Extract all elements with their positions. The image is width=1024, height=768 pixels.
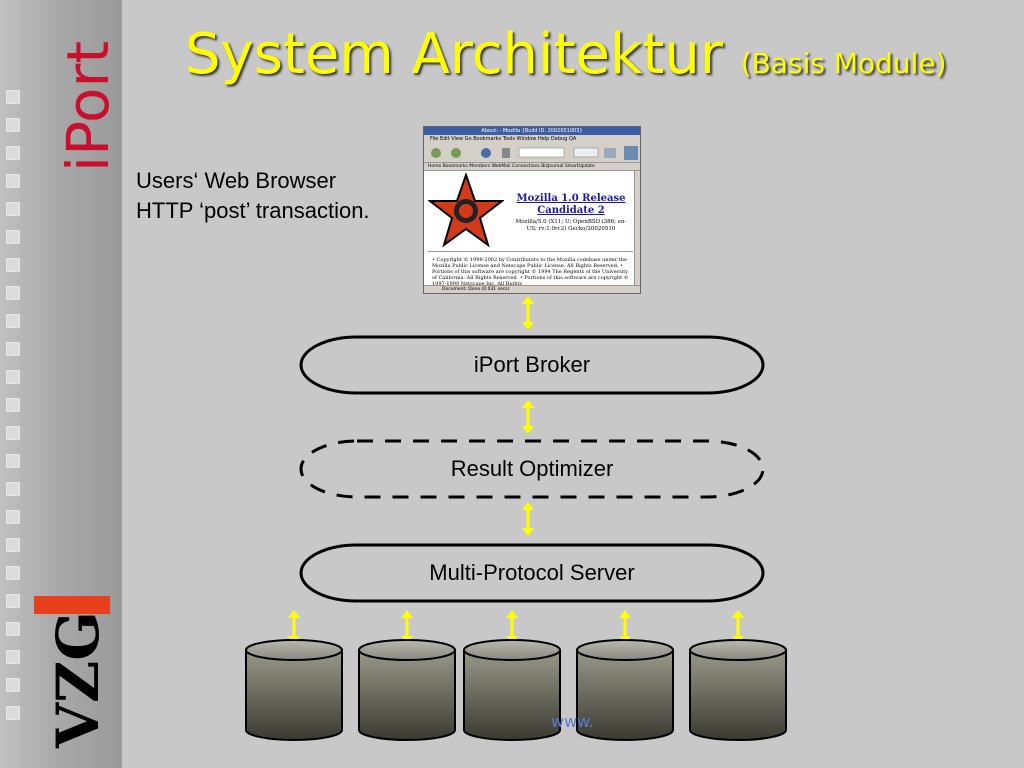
title-sub: (Basis Module) bbox=[740, 47, 947, 80]
arrow-optimizer-server bbox=[522, 502, 534, 536]
server-label: Multi-Protocol Server bbox=[429, 560, 635, 585]
sidebar-square bbox=[6, 202, 20, 216]
vzg-logo-text: VZG bbox=[44, 611, 112, 749]
database-cylinder bbox=[358, 639, 456, 741]
sidebar-square bbox=[6, 342, 20, 356]
sidebar-square bbox=[6, 258, 20, 272]
users-line-1: Users‘ Web Browser bbox=[136, 168, 337, 193]
sidebar-square bbox=[6, 678, 20, 692]
star-logo-icon bbox=[428, 173, 504, 248]
sidebar-square bbox=[6, 370, 20, 384]
server-node bbox=[299, 543, 765, 603]
browser-menu-bar: File Edit View Go Bookmarks Tools Window… bbox=[424, 135, 640, 143]
database-cylinder bbox=[576, 639, 674, 741]
sidebar-square bbox=[6, 454, 20, 468]
browser-copyright: • Copyright © 1998-2002 by Contributors … bbox=[432, 257, 629, 287]
users-description: Users‘ Web Browser HTTP ‘post’ transacti… bbox=[136, 166, 370, 226]
sidebar-square bbox=[6, 650, 20, 664]
browser-user-agent: Mozilla/5.0 (X11; U; OpenBSD i386; en-US… bbox=[515, 219, 627, 232]
arrow-server-database bbox=[401, 610, 413, 644]
arrow-broker-optimizer bbox=[522, 400, 534, 434]
arrow-server-database bbox=[619, 610, 631, 644]
broker-node bbox=[299, 335, 765, 395]
database-cylinder bbox=[463, 639, 561, 741]
arrow-browser-broker bbox=[522, 296, 534, 330]
database-cylinder bbox=[245, 639, 343, 741]
sidebar-square bbox=[6, 566, 20, 580]
sidebar-square bbox=[6, 90, 20, 104]
sidebar-square bbox=[6, 230, 20, 244]
sidebar-square bbox=[6, 398, 20, 412]
sidebar-square bbox=[6, 594, 20, 608]
vzg-logo: VZG bbox=[34, 596, 112, 749]
browser-title-bar: About: - Mozilla {Build ID: 2002051003} bbox=[424, 127, 640, 135]
sidebar-square bbox=[6, 146, 20, 160]
browser-screenshot: About: - Mozilla {Build ID: 2002051003} … bbox=[423, 126, 641, 294]
sidebar-square bbox=[6, 622, 20, 636]
browser-heading-link: Mozilla 1.0 Release Candidate 2 bbox=[516, 193, 626, 216]
browser-scrollbar bbox=[634, 171, 640, 287]
arrow-server-database bbox=[506, 610, 518, 644]
sidebar bbox=[0, 0, 122, 768]
database-group bbox=[245, 610, 787, 741]
sidebar-square bbox=[6, 706, 20, 720]
title-main: System Architektur bbox=[185, 22, 723, 87]
browser-content: Mozilla 1.0 Release Candidate 2 Mozilla/… bbox=[424, 171, 640, 287]
footer-url: www. bbox=[551, 712, 594, 731]
iport-logo: iPort bbox=[54, 41, 118, 172]
arrow-server-database bbox=[732, 610, 744, 644]
iport-logo-text: iPort bbox=[54, 41, 118, 172]
browser-bookmarks-bar: Home Bookmarks Members WebMail Connectio… bbox=[424, 163, 640, 171]
database-cylinder bbox=[689, 639, 787, 741]
sidebar-square bbox=[6, 118, 20, 132]
sidebar-square bbox=[6, 510, 20, 524]
arrow-server-database bbox=[288, 610, 300, 644]
browser-divider bbox=[428, 251, 633, 252]
browser-toolbar-icons bbox=[431, 146, 638, 160]
sidebar-square bbox=[6, 286, 20, 300]
sidebar-square bbox=[6, 426, 20, 440]
users-line-2: HTTP ‘post’ transaction. bbox=[136, 198, 370, 223]
sidebar-square bbox=[6, 314, 20, 328]
browser-status-bar: Document: Done (0.031 secs) bbox=[424, 285, 640, 293]
optimizer-label: Result Optimizer bbox=[450, 456, 614, 481]
sidebar-square bbox=[6, 174, 20, 188]
optimizer-node bbox=[299, 439, 765, 499]
page-title: System Architektur (Basis Module) bbox=[185, 22, 947, 87]
broker-label: iPort Broker bbox=[473, 352, 591, 377]
sidebar-square bbox=[6, 482, 20, 496]
sidebar-squares bbox=[6, 90, 22, 730]
sidebar-square bbox=[6, 538, 20, 552]
browser-toolbar bbox=[424, 143, 640, 163]
